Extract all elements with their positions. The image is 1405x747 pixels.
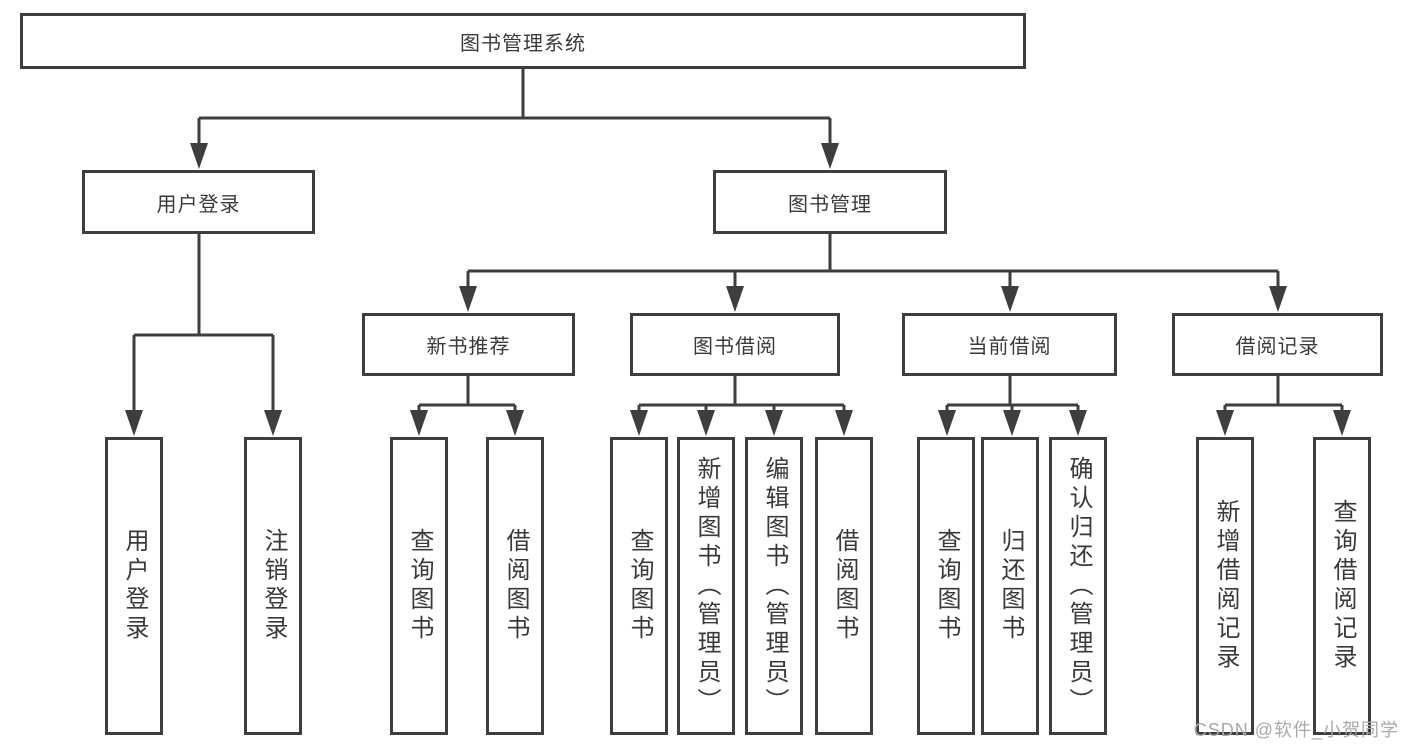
arrowhead-icon — [630, 410, 648, 436]
csdn-watermark: CSDN @软件_小贺同学 — [1193, 720, 1399, 740]
arrowhead-icon — [264, 410, 282, 436]
arrowhead-icon — [190, 143, 208, 169]
arrowhead-icon — [726, 286, 744, 312]
arrowhead-icon — [1333, 410, 1351, 436]
book-management-junction-line — [468, 233, 1278, 273]
node-current-borrow: 当前借阅 — [902, 313, 1117, 376]
arrowhead-icon — [1216, 410, 1234, 436]
book-borrow-junction-line — [639, 375, 844, 407]
node-borrow-records: 借阅记录 — [1172, 313, 1383, 376]
leaf-user-login: 用户登录 — [105, 437, 163, 735]
leaf-logout: 注销登录 — [244, 437, 302, 735]
user-leaf-arrow-shafts — [132, 335, 275, 418]
leaf-borrow-edit-admin: 编辑图书（管理员） — [745, 437, 803, 735]
level1-arrow-shafts — [197, 118, 832, 150]
leaf-current-confirm-admin: 确认归还（管理员） — [1049, 437, 1107, 735]
borrow-records-junction-line — [1225, 375, 1342, 407]
arrowhead-icon — [821, 143, 839, 169]
current-borrow-junction-line — [947, 375, 1078, 407]
user-login-junction-line — [134, 233, 273, 337]
leaf-records-query: 查询借阅记录 — [1313, 437, 1371, 735]
newbook-leaf-arrow-shafts — [417, 405, 517, 418]
node-new-book-recommend: 新书推荐 — [362, 313, 575, 376]
arrowhead-icon — [938, 410, 956, 436]
arrowhead-icon — [1003, 410, 1021, 436]
arrowhead-icon — [765, 410, 783, 436]
node-book-borrow: 图书借阅 — [630, 313, 840, 376]
arrowhead-icon — [410, 410, 428, 436]
arrowheads — [125, 143, 1351, 436]
leaf-current-return: 归还图书 — [981, 437, 1039, 735]
arrowhead-icon — [506, 410, 524, 436]
arrowhead-icon — [1069, 410, 1087, 436]
new-book-junction-line — [419, 375, 515, 407]
leaf-current-query: 查询图书 — [917, 437, 975, 735]
leaf-newbook-query: 查询图书 — [390, 437, 448, 735]
node-root: 图书管理系统 — [20, 13, 1026, 69]
arrowhead-icon — [835, 410, 853, 436]
arrowhead-icon — [125, 410, 143, 436]
level2-arrow-shafts — [466, 271, 1280, 293]
borrow-leaf-arrow-shafts — [637, 405, 846, 418]
node-book-management: 图书管理 — [713, 170, 947, 234]
leaf-borrow-borrow: 借阅图书 — [815, 437, 873, 735]
leaf-borrow-add-admin: 新增图书（管理员） — [677, 437, 735, 735]
root-junction-line — [199, 69, 830, 120]
node-user-login: 用户登录 — [82, 170, 315, 234]
arrowhead-icon — [697, 410, 715, 436]
arrowhead-icon — [1269, 286, 1287, 312]
records-leaf-arrow-shafts — [1223, 405, 1344, 418]
arrowhead-icon — [1001, 286, 1019, 312]
leaf-records-add: 新增借阅记录 — [1196, 437, 1254, 735]
leaf-borrow-query: 查询图书 — [610, 437, 668, 735]
arrowhead-icon — [459, 286, 477, 312]
leaf-newbook-borrow: 借阅图书 — [486, 437, 544, 735]
